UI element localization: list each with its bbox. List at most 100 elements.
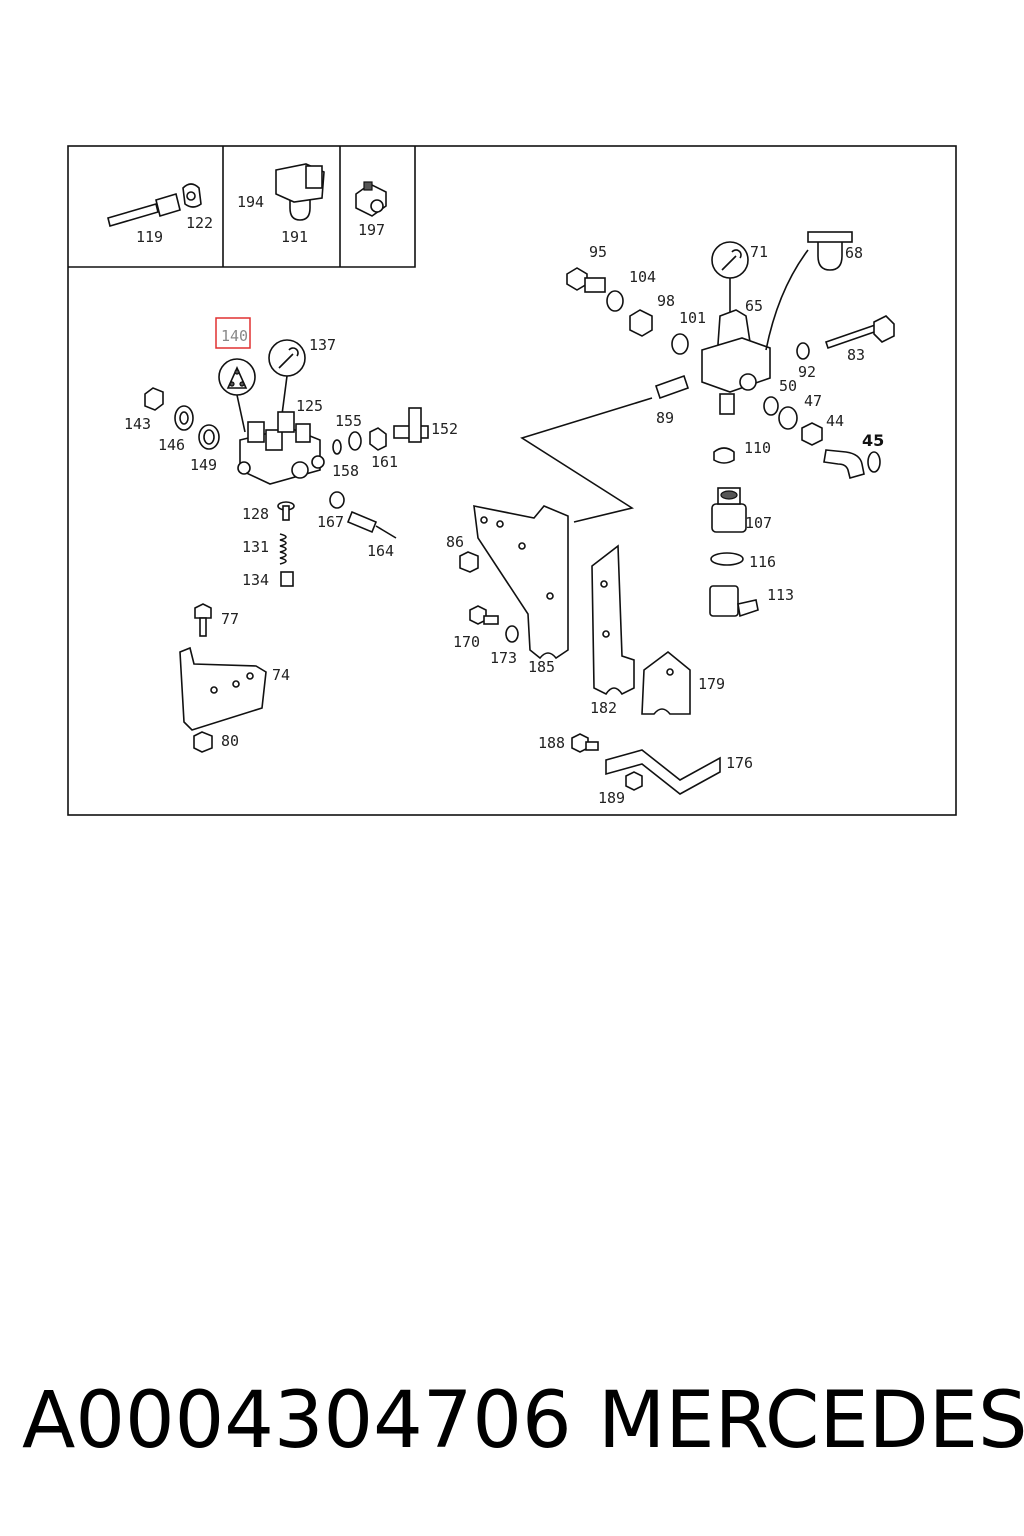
- part-140-spanner-symbol: [218, 358, 256, 433]
- label-128: 128: [242, 505, 269, 523]
- part-80-nut: [193, 731, 213, 753]
- inset-boxes: [68, 146, 416, 268]
- label-158: 158: [332, 462, 359, 480]
- part-155-washer: [332, 439, 342, 455]
- label-68: 68: [845, 244, 863, 262]
- label-197: 197: [358, 221, 385, 239]
- part-128-pin: [277, 501, 295, 521]
- label-101: 101: [679, 309, 706, 327]
- label-191: 191: [281, 228, 308, 246]
- parts-diagram: 119 122 194 191 197 140 137 143 146 149 …: [67, 145, 957, 816]
- part-89-sleeve: [654, 374, 690, 400]
- part-182-bracket: [591, 544, 635, 696]
- highlight-box: [215, 317, 251, 349]
- part-176-bracket: [605, 749, 721, 795]
- diagram-frame: [67, 145, 957, 816]
- part-44-nut: [801, 422, 823, 446]
- part-83-bolt: [824, 315, 895, 350]
- label-149: 149: [190, 456, 217, 474]
- label-131: 131: [242, 538, 269, 556]
- label-188: 188: [538, 734, 565, 752]
- part-137-wrench-symbol: [268, 339, 306, 431]
- part-45-elbow: [823, 449, 881, 479]
- part-95-bolt: [566, 267, 606, 293]
- part-197-clamp: [355, 181, 387, 217]
- part-116-o-ring: [710, 552, 744, 566]
- label-179: 179: [698, 675, 725, 693]
- label-170: 170: [453, 633, 480, 651]
- label-176: 176: [726, 754, 753, 772]
- label-113: 113: [767, 586, 794, 604]
- label-116: 116: [749, 553, 776, 571]
- label-107: 107: [745, 514, 772, 532]
- label-137: 137: [309, 336, 336, 354]
- label-134: 134: [242, 571, 269, 589]
- part-189-nut: [625, 771, 643, 791]
- part-152-tee-fitting: [393, 407, 429, 443]
- part-86-nut: [459, 551, 479, 573]
- label-140: 140: [221, 327, 248, 345]
- part-170-bolt: [469, 605, 499, 625]
- label-125: 125: [296, 397, 323, 415]
- part-149-spring-plug: [198, 424, 220, 450]
- part-71-wrench-symbol: [711, 241, 749, 312]
- part-98-nut: [629, 309, 653, 337]
- label-146: 146: [158, 436, 185, 454]
- label-104: 104: [629, 268, 656, 286]
- part-number: A0004304706: [22, 1376, 572, 1466]
- part-125-valve-body: [237, 411, 325, 485]
- part-101-washer: [671, 333, 689, 355]
- part-68-shackle: [765, 231, 853, 351]
- label-182: 182: [590, 699, 617, 717]
- part-107-valve: [711, 487, 747, 533]
- label-164: 164: [367, 542, 394, 560]
- label-167: 167: [317, 513, 344, 531]
- label-95: 95: [589, 243, 607, 261]
- part-92-washer: [796, 342, 810, 360]
- part-173-washer: [505, 625, 519, 643]
- label-80: 80: [221, 732, 239, 750]
- part-104-washer: [606, 290, 624, 312]
- part-77-bolt: [194, 603, 212, 637]
- part-167-washer: [329, 491, 345, 509]
- part-134-cap: [280, 571, 294, 587]
- label-194: 194: [237, 193, 264, 211]
- part-161-nut: [369, 427, 387, 451]
- part-131-spring: [279, 533, 287, 565]
- part-113-fitting: [709, 585, 759, 618]
- label-71: 71: [750, 243, 768, 261]
- label-47: 47: [804, 392, 822, 410]
- label-119: 119: [136, 228, 163, 246]
- label-77: 77: [221, 610, 239, 628]
- label-44: 44: [826, 412, 844, 430]
- label-155: 155: [335, 412, 362, 430]
- label-152: 152: [431, 420, 458, 438]
- label-143: 143: [124, 415, 151, 433]
- label-65: 65: [745, 297, 763, 315]
- label-86: 86: [446, 533, 464, 551]
- part-65-pressure-valve: [701, 309, 771, 415]
- label-74: 74: [272, 666, 290, 684]
- part-74-bracket: [179, 646, 267, 731]
- label-83: 83: [847, 346, 865, 364]
- label-185: 185: [528, 658, 555, 676]
- linkage-rod: [520, 397, 653, 523]
- part-50-washer: [763, 396, 779, 416]
- part-122-clip: [182, 183, 202, 208]
- label-189: 189: [598, 789, 625, 807]
- part-158-washer: [348, 431, 362, 451]
- part-119-sleeve: [107, 192, 181, 228]
- label-98: 98: [657, 292, 675, 310]
- part-185-bracket: [473, 504, 569, 660]
- label-92: 92: [798, 363, 816, 381]
- part-188-bolt: [571, 733, 599, 753]
- label-122: 122: [186, 214, 213, 232]
- brand-name: MERCEDES: [598, 1376, 1024, 1466]
- part-191-bracket: [275, 163, 325, 221]
- label-161: 161: [371, 453, 398, 471]
- part-143-bolt: [144, 387, 164, 411]
- label-50: 50: [779, 377, 797, 395]
- part-47-washer: [778, 406, 798, 430]
- part-110-clip: [713, 447, 735, 464]
- label-173: 173: [490, 649, 517, 667]
